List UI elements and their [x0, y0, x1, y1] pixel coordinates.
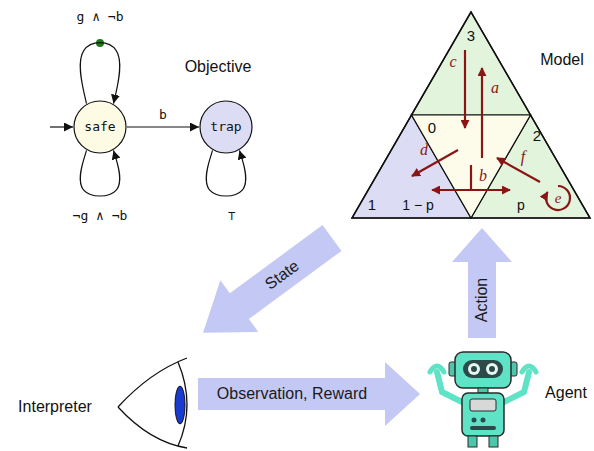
robot-body — [462, 393, 504, 436]
state-circle: trap — [199, 100, 253, 154]
state-number: 0 — [428, 120, 436, 137]
self-loop-arrow — [546, 186, 570, 210]
flow-label: Action — [473, 278, 491, 322]
initial-arrow — [50, 126, 73, 127]
edge-label: ⊤ — [226, 209, 238, 223]
edge-label: b — [157, 108, 169, 122]
flow-label: Observation, Reward — [217, 385, 367, 403]
robot-visor — [463, 360, 503, 378]
robot-button — [472, 418, 477, 423]
robot-eye — [468, 363, 480, 375]
action-letter: c — [449, 53, 456, 71]
state-circle: safe — [73, 100, 127, 154]
flow-arrow — [452, 228, 512, 338]
robot-leg — [468, 436, 477, 447]
robot-head — [455, 352, 511, 388]
robot-pupil — [489, 366, 495, 372]
component-label: Interpreter — [18, 398, 92, 416]
model-outline — [352, 12, 590, 218]
robot-slot — [470, 426, 496, 430]
robot-claw — [430, 366, 444, 372]
region-3 — [412, 12, 531, 115]
component-label: Agent — [545, 384, 587, 402]
robot-pupil — [471, 366, 477, 372]
transition-edge — [127, 126, 199, 127]
transition-arrow — [432, 189, 510, 191]
self-loop — [80, 150, 120, 196]
transition-arrow — [497, 158, 540, 182]
state-circle-shape — [74, 101, 126, 153]
state-number: 1 — [368, 197, 376, 214]
robot-claw — [522, 366, 536, 372]
robot-button — [481, 418, 486, 423]
transition-arrow — [464, 50, 466, 128]
transition-stem — [470, 165, 472, 190]
action-letter: e — [555, 190, 562, 207]
state-circle-shape — [200, 101, 252, 153]
section-title: Model — [540, 51, 584, 69]
state-name: trap — [210, 120, 241, 134]
edge-label: g ∧ ¬b — [75, 10, 126, 24]
action-letter: b — [479, 167, 487, 185]
state-number: 2 — [533, 128, 541, 145]
flow-arrow — [184, 212, 351, 358]
robot-screen — [470, 399, 496, 411]
transition-arrow — [412, 150, 458, 176]
state-number: 3 — [467, 28, 475, 45]
flow-arrow — [198, 362, 420, 426]
robot-leg — [489, 436, 498, 447]
transition-arrow — [481, 68, 483, 158]
edge-label: ¬g ∧ ¬b — [71, 209, 130, 223]
action-letter: d — [420, 141, 428, 159]
robot-eye — [486, 363, 498, 375]
probability-label: p — [517, 198, 525, 213]
self-loop — [206, 150, 246, 196]
section-title: Objective — [185, 58, 252, 76]
flow-label: State — [262, 257, 303, 293]
action-letter: a — [491, 79, 499, 97]
state-name: safe — [84, 120, 115, 134]
eye-iris — [175, 386, 185, 424]
action-letter: f — [521, 148, 525, 166]
probability-label: 1 − p — [402, 198, 434, 213]
self-loop — [80, 43, 120, 104]
